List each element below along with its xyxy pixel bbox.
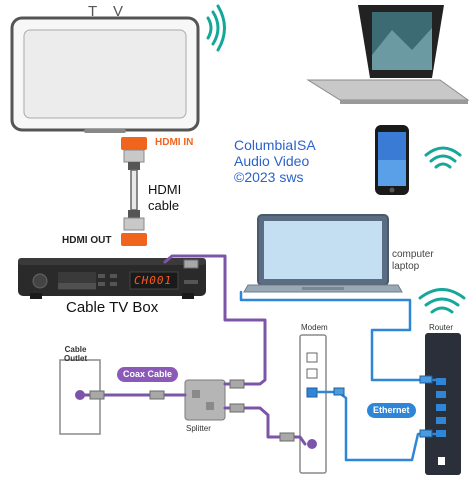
- tv-wifi-icon: [206, 4, 226, 52]
- tv: [10, 16, 200, 133]
- cable-outlet-label: Cable Outlet: [64, 345, 88, 363]
- modem: [299, 334, 327, 474]
- router: [425, 333, 461, 475]
- router-label: Router: [429, 323, 454, 332]
- tv-title: T V: [88, 3, 130, 20]
- phone-wifi-icon: [424, 146, 462, 169]
- modem-label: Modem: [301, 323, 328, 332]
- hdmi-in-label: HDMI IN: [155, 137, 194, 148]
- cable-tv-box: [18, 258, 206, 299]
- ethernet-label: Ethernet: [367, 403, 416, 418]
- laptop-device: [306, 5, 470, 104]
- laptop-label: computer laptop: [392, 249, 434, 272]
- hdmi-cable: [121, 137, 147, 246]
- credit-text: ColumbiaISA Audio Video ©2023 sws: [234, 137, 316, 185]
- ethernet-cables: [239, 290, 438, 462]
- ethernet-connectors: [333, 375, 433, 438]
- splitter: [184, 379, 226, 421]
- cable-box-label: Cable TV Box: [66, 299, 159, 316]
- coax-cable-label: Coax Cable: [117, 367, 179, 382]
- smartphone: [375, 125, 409, 195]
- router-wifi-icon: [418, 288, 466, 314]
- cable-box-display: CH001: [134, 274, 173, 287]
- hdmi-out-label: HDMI OUT: [62, 235, 112, 246]
- computer-laptop: [243, 214, 403, 293]
- coax-connectors: [89, 259, 295, 442]
- hdmi-cable-label: HDMI cable: [148, 182, 182, 213]
- splitter-label: Splitter: [186, 424, 211, 433]
